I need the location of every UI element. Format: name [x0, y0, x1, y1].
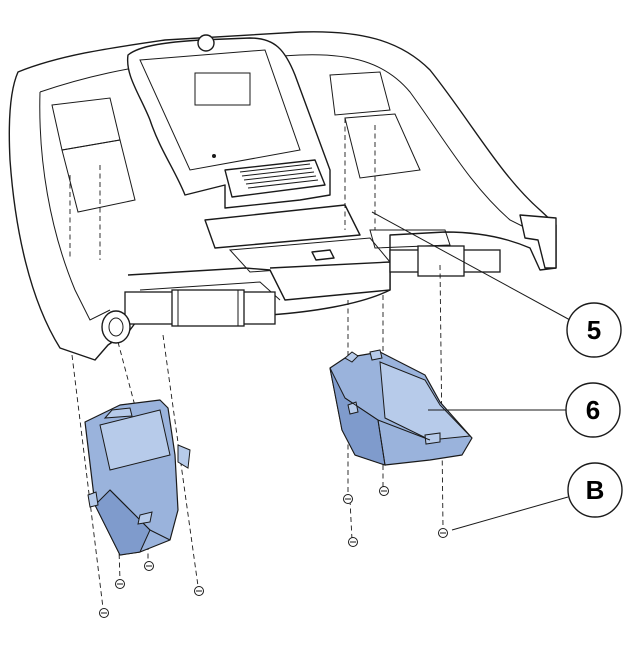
screw — [144, 561, 154, 571]
callout-b: B — [451, 462, 623, 531]
screws — [99, 486, 448, 618]
side-cover-left — [84, 399, 191, 556]
crossbar-tube-right — [389, 245, 501, 277]
screw — [194, 586, 204, 596]
callout-5: 5 — [371, 211, 622, 358]
screw — [438, 528, 448, 538]
right-upright — [519, 214, 557, 269]
callout-b-label: B — [586, 475, 605, 505]
screw — [115, 579, 125, 589]
screw — [348, 537, 358, 547]
crossbar-tube-left — [101, 289, 276, 344]
callout-6-label: 6 — [586, 395, 600, 425]
callout-6: 6 — [428, 382, 621, 438]
screw — [99, 608, 109, 618]
screw — [343, 494, 353, 504]
console-frame — [8, 31, 557, 361]
callout-5-label: 5 — [587, 315, 601, 345]
screw — [379, 486, 389, 496]
side-cover-right — [329, 349, 473, 466]
